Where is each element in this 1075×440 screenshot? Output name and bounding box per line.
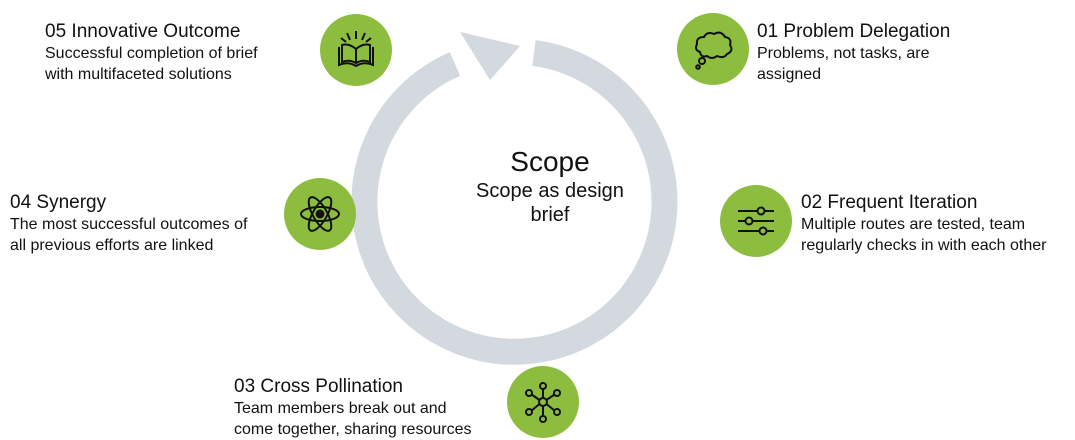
step-02-desc-line2: regularly checks in with each other bbox=[801, 237, 1047, 254]
thought-cloud-icon bbox=[695, 31, 733, 70]
center-subtitle-line1: Scope as design bbox=[476, 180, 624, 202]
cycle-arrowhead bbox=[460, 32, 520, 80]
atom-icon bbox=[300, 196, 340, 232]
step-05-title: 05 Innovative Outcome bbox=[45, 21, 241, 42]
step-02-title: 02 Frequent Iteration bbox=[801, 192, 978, 213]
step-03-desc-line2: come together, sharing resources bbox=[234, 421, 472, 438]
step-04-title: 04 Synergy bbox=[10, 192, 107, 213]
step-04-text: 04 Synergy The most successful outcomes … bbox=[10, 192, 247, 256]
step-05-desc-line2: with multifaceted solutions bbox=[45, 66, 232, 83]
open-book-sparkle-icon bbox=[338, 31, 374, 68]
step-04-icon-circle bbox=[284, 178, 356, 250]
step-03-title: 03 Cross Pollination bbox=[234, 376, 403, 397]
center-title: Scope bbox=[510, 146, 590, 177]
step-05-text: 05 Innovative Outcome Successful complet… bbox=[45, 21, 258, 85]
step-04-desc-line1: The most successful outcomes of bbox=[10, 216, 248, 233]
center-subtitle-line2: brief bbox=[530, 204, 570, 226]
network-icon bbox=[525, 382, 561, 423]
step-03-text: 03 Cross Pollination Team members break … bbox=[234, 376, 471, 440]
step-01-icon-circle bbox=[677, 13, 749, 85]
step-02-text: 02 Frequent Iteration Multiple routes ar… bbox=[801, 192, 1046, 256]
step-02-icon-circle bbox=[720, 185, 792, 257]
center-label: Scope Scope as design brief bbox=[440, 145, 660, 227]
step-05-icon-circle bbox=[320, 14, 392, 86]
step-03-icon-circle bbox=[507, 366, 579, 438]
step-01-desc-line2: assigned bbox=[757, 66, 822, 83]
sliders-icon bbox=[738, 206, 774, 236]
step-05-desc-line1: Successful completion of brief bbox=[45, 45, 258, 62]
step-01-title: 01 Problem Delegation bbox=[757, 21, 951, 42]
step-01-desc-line1: Problems, not tasks, are bbox=[757, 45, 930, 62]
step-03-desc-line1: Team members break out and bbox=[234, 400, 447, 417]
step-02-desc-line1: Multiple routes are tested, team bbox=[801, 216, 1026, 233]
step-01-text: 01 Problem Delegation Problems, not task… bbox=[757, 21, 950, 85]
step-04-desc-line2: all previous efforts are linked bbox=[10, 237, 214, 254]
